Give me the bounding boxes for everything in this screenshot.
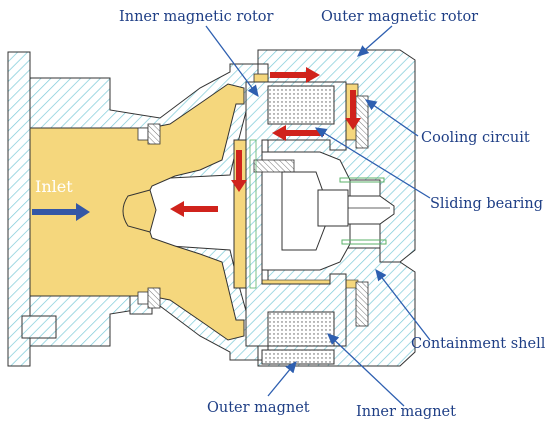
leader-lines — [205, 25, 431, 407]
flow-arrow-down-impeller — [231, 150, 247, 192]
magnets — [261, 85, 369, 365]
label-inlet: Inlet — [35, 177, 73, 196]
label-containment-shell: Containment shell — [411, 336, 546, 352]
inlet-arrow-icon — [32, 203, 90, 221]
inner-rotor-assembly — [245, 81, 395, 347]
label-inner-magnetic-rotor: Inner magnetic rotor — [119, 9, 274, 25]
inner-magnet-bottom — [267, 311, 335, 347]
label-inner-magnet: Inner magnet — [356, 404, 456, 420]
flow-arrow-left-upper — [272, 125, 324, 141]
label-outer-magnet: Outer magnet — [207, 400, 310, 416]
label-sliding-bearing: Sliding bearing — [430, 196, 543, 212]
flow-arrow-top-right — [270, 67, 320, 83]
outer-magnet-bottom — [261, 349, 335, 365]
cooling-flow-arrows — [170, 67, 361, 217]
inner-magnet-top — [267, 85, 335, 125]
flow-arrow-down-right — [345, 90, 361, 130]
label-outer-magnetic-rotor: Outer magnetic rotor — [321, 9, 478, 25]
flow-arrow-left-center — [170, 201, 218, 217]
housing-bolts — [137, 123, 161, 309]
label-cooling-circuit: Cooling circuit — [421, 130, 530, 146]
